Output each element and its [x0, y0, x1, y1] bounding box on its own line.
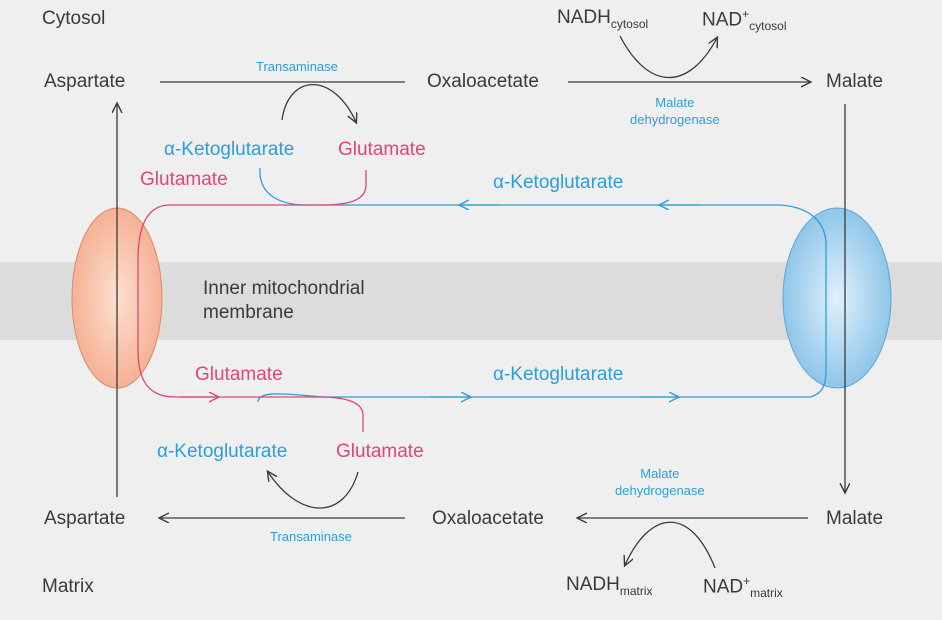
cytosol-akg-transport: α-Ketoglutarate — [493, 172, 624, 193]
cytosol-glutamate-left: Glutamate — [140, 169, 228, 190]
matrix-label: Matrix — [42, 576, 94, 597]
cytosol-label: Cytosol — [42, 8, 106, 29]
matrix-akg: α-Ketoglutarate — [157, 441, 288, 462]
cytosol-akg: α-Ketoglutarate — [164, 139, 295, 160]
cytosol-nad-base: NAD — [702, 9, 743, 31]
cytosol-nadh-sub: cytosol — [610, 16, 649, 31]
matrix-transaminase: Transaminase — [270, 529, 352, 544]
matrix-nadh: NADHmatrix — [566, 575, 653, 597]
matrix-glutamate-transport: Glutamate — [195, 364, 283, 385]
cytosol-mdh-line2: dehydrogenase — [630, 111, 720, 127]
cytosol-glutamate: Glutamate — [338, 139, 426, 160]
cytosol-nad-sub: cytosol — [749, 19, 787, 34]
matrix-nad-sub: matrix — [750, 586, 783, 601]
matrix-nad-base: NAD — [703, 576, 744, 598]
cytosol-nadh: NADHcytosol — [557, 8, 648, 30]
cytosol-nad: NAD+cytosol — [702, 8, 787, 32]
matrix-transaminase-arc — [268, 472, 359, 509]
matrix-nadh-base: NADH — [566, 574, 620, 595]
cytosol-malate: Malate — [826, 71, 884, 92]
glutamate-transport-path — [137, 170, 367, 432]
membrane-label-line2: membrane — [203, 301, 294, 323]
cytosol-transaminase-arc — [281, 84, 356, 122]
matrix-malate-dehydrogenase: Malate dehydrogenase — [615, 466, 705, 500]
matrix-mdh-line1: Malate — [640, 466, 680, 481]
cytosol-nad-sup: + — [742, 7, 750, 21]
matrix-nad-arc — [625, 521, 716, 569]
matrix-malate: Malate — [826, 508, 884, 529]
matrix-aspartate: Aspartate — [44, 508, 126, 529]
cytosol-aspartate: Aspartate — [44, 71, 126, 92]
matrix-nadh-sub: matrix — [619, 583, 653, 598]
cytosol-malate-dehydrogenase: Malate dehydrogenase — [630, 95, 720, 129]
matrix-oxaloacetate: Oxaloacetate — [432, 508, 544, 529]
malate-akg-transporter — [782, 207, 892, 389]
matrix-mdh-line2: dehydrogenase — [615, 482, 705, 498]
cytosol-nadh-arc — [619, 35, 717, 79]
membrane-label-line1: Inner mitochondrial — [203, 278, 365, 299]
membrane-label: Inner mitochondrial membrane — [203, 277, 365, 325]
matrix-glutamate: Glutamate — [336, 441, 424, 462]
matrix-nad: NAD+matrix — [703, 575, 783, 599]
matrix-nad-sup: + — [743, 574, 751, 588]
cytosol-transaminase: Transaminase — [256, 59, 338, 74]
cytosol-oxaloacetate: Oxaloacetate — [427, 71, 539, 92]
cytosol-nadh-base: NADH — [557, 7, 611, 28]
cytosol-mdh-line1: Malate — [655, 95, 695, 110]
akg-transport-path — [257, 167, 827, 403]
matrix-akg-transport: α-Ketoglutarate — [493, 364, 624, 385]
